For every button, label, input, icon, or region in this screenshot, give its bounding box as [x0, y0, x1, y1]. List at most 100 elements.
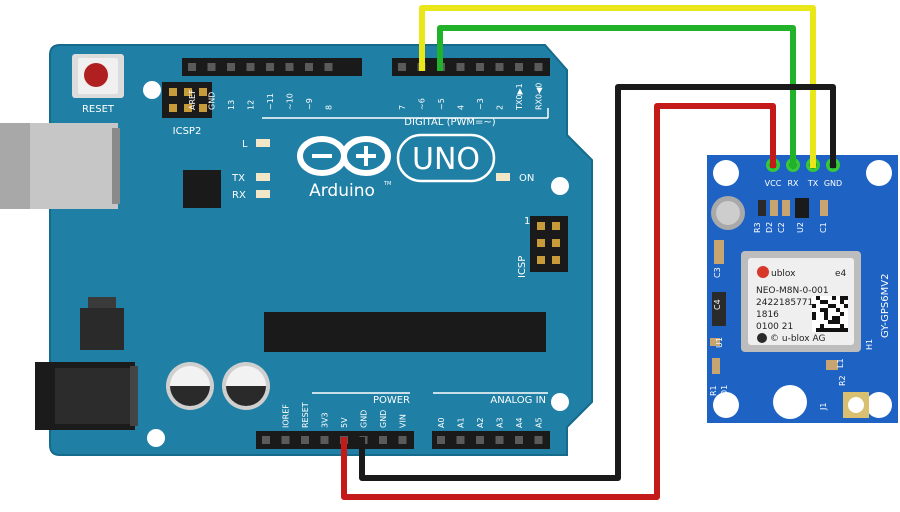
header-pin-hole	[515, 436, 523, 444]
wire-red-5v-to-gps-vcc	[341, 103, 776, 500]
header-pin-hole	[476, 436, 484, 444]
mounting-hole	[773, 385, 807, 419]
pin-label: GND	[360, 410, 369, 428]
header-pin	[537, 256, 545, 264]
status-leds: L TX RX ON	[231, 139, 534, 201]
pin-label: 7	[398, 105, 407, 110]
voltage-regulator	[80, 297, 124, 350]
header-pin-hole	[398, 63, 406, 71]
header-pin	[552, 256, 560, 264]
gps-pin-label: GND	[824, 179, 842, 188]
qr-code-icon	[812, 296, 848, 332]
capacitor	[222, 362, 270, 410]
header-pin	[169, 104, 177, 112]
on-label: ON	[519, 173, 534, 184]
arduino-board-outline	[49, 44, 593, 456]
gps-pin-label: VCC	[765, 179, 782, 188]
icsp2-header: ICSP2	[162, 82, 212, 137]
header-pin-hole	[262, 436, 270, 444]
header-pin	[537, 239, 545, 247]
arduino-logo: UNO Arduino TM	[297, 133, 496, 201]
silkscreen-label: C2	[777, 222, 786, 233]
header-pin-hole	[305, 63, 313, 71]
header-pin-hole	[398, 436, 407, 444]
pin-label: 13	[227, 100, 236, 110]
pin-label: A1	[457, 417, 466, 428]
header-pin	[199, 104, 207, 112]
led-l-label: L	[242, 139, 248, 150]
gps-board-name: GY-GPS6MV2	[880, 274, 891, 338]
header-pin	[184, 104, 192, 112]
pin-label: A3	[496, 417, 505, 428]
silkscreen-label: R2	[838, 375, 847, 386]
atmega-microcontroller	[264, 312, 546, 352]
header-pin-hole	[324, 63, 333, 71]
wire-green-pin5-to-gps-rx	[437, 25, 796, 168]
header-pin-hole	[285, 63, 294, 71]
reset-button: RESET	[72, 54, 124, 115]
silkscreen-label: H1	[865, 339, 874, 350]
pin-label: VIN	[399, 414, 408, 428]
pin-label: 2	[496, 105, 505, 110]
header-pin-hole	[320, 436, 329, 444]
header-pin-hole	[379, 436, 387, 444]
header-pin	[537, 222, 545, 230]
header-pin-hole	[456, 436, 465, 444]
pin-label: ~6	[418, 98, 427, 110]
pin-label: A4	[515, 417, 524, 428]
pin-label: A5	[535, 417, 544, 428]
silkscreen-label: J1	[819, 403, 828, 411]
silkscreen-label: R1	[709, 385, 718, 396]
pin-label: A2	[476, 417, 485, 428]
gps-pin-label: RX	[787, 179, 799, 188]
pin-label: GND	[379, 410, 388, 428]
silkscreen-label: C1	[819, 222, 828, 233]
header-pin-hole	[495, 436, 504, 444]
mounting-hole	[143, 81, 161, 99]
e4-mark: e4	[835, 269, 847, 279]
gps-pin-label: TX	[807, 179, 819, 188]
pin-label: 3V3	[321, 412, 330, 428]
mounting-hole	[713, 160, 739, 186]
pin-label: ~10	[286, 93, 295, 110]
module-line-3: 1816	[756, 310, 779, 320]
power-jack	[35, 362, 138, 430]
header-pin-hole	[456, 63, 465, 71]
header-pin	[199, 88, 207, 96]
silkscreen-label: C3	[713, 267, 722, 278]
module-line-4: 0100 21	[756, 322, 793, 332]
pin-label: RESET	[301, 402, 310, 428]
header-pin-hole	[207, 63, 216, 71]
mounting-hole	[147, 429, 165, 447]
wire-black-gnd-to-gps-gnd	[359, 84, 836, 481]
capacitor	[166, 362, 214, 410]
header-pin-hole	[301, 436, 309, 444]
silkscreen-label: D2	[765, 222, 774, 233]
led-tx-label: TX	[231, 173, 245, 184]
silkscreen-label: C4	[713, 299, 722, 310]
uno-logo-text: UNO	[412, 142, 480, 177]
header-pin	[552, 239, 560, 247]
mounting-hole	[866, 392, 892, 418]
module-line-1: NEO-M8N-0-001	[756, 286, 829, 296]
mounting-hole	[551, 177, 569, 195]
usb-connector	[0, 123, 120, 209]
header-pin-hole	[246, 63, 255, 71]
pin-label: ~11	[266, 93, 275, 110]
icsp2-label: ICSP2	[173, 126, 202, 137]
wires	[341, 5, 836, 500]
header-pin-hole	[188, 63, 196, 71]
arduino-brand-text: Arduino	[309, 181, 375, 201]
silkscreen-label: D1	[720, 385, 729, 396]
pin-label: 4	[457, 105, 466, 110]
digital-label: DIGITAL (PWM=~)	[404, 117, 495, 128]
header-pin-hole	[534, 63, 543, 71]
header-pin	[169, 88, 177, 96]
pin-label: ~3	[476, 98, 485, 110]
pin-label: RX0◀0	[535, 83, 544, 110]
reset-label: RESET	[82, 104, 115, 115]
pin-label: ~5	[437, 98, 446, 110]
